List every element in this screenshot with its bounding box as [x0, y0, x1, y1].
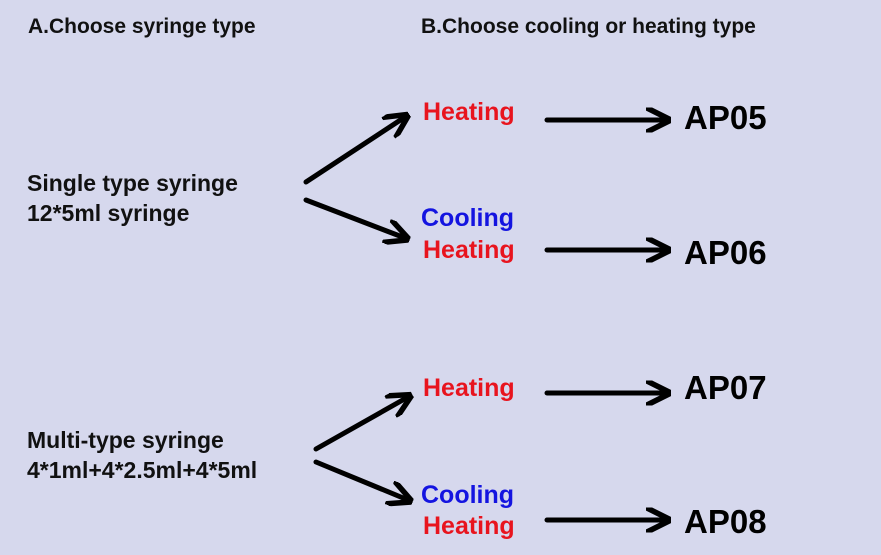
- option-ap06-heating: Heating: [423, 236, 515, 264]
- syringe-multi-line2: 4*1ml+4*2.5ml+4*5ml: [27, 457, 258, 483]
- model-ap05: AP05: [684, 99, 767, 136]
- branch-arrow-multi-heating: [313, 397, 408, 452]
- header-choose-cooling-heating: B.Choose cooling or heating type: [421, 15, 756, 38]
- option-ap07-heating: Heating: [423, 374, 515, 402]
- header-choose-syringe: A.Choose syringe type: [28, 15, 256, 38]
- branch-arrow-multi-cooling: [313, 459, 408, 500]
- model-ap07: AP07: [684, 369, 767, 406]
- model-ap08: AP08: [684, 503, 767, 540]
- option-ap08-heating: Heating: [423, 512, 515, 540]
- syringe-single-type: Single type syringe 12*5ml syringe: [27, 168, 238, 228]
- option-ap05-heating: Heating: [423, 98, 515, 126]
- model-ap06: AP06: [684, 234, 767, 271]
- option-ap08-cooling: Cooling: [421, 481, 515, 509]
- syringe-single-line1: Single type syringe: [27, 170, 238, 196]
- syringe-multi-type: Multi-type syringe 4*1ml+4*2.5ml+4*5ml: [27, 425, 257, 485]
- syringe-single-line2: 12*5ml syringe: [27, 200, 190, 226]
- option-ap06-cooling: Cooling: [421, 204, 515, 232]
- branch-arrow-single-heating: [303, 117, 405, 185]
- branch-arrow-single-cooling: [303, 197, 405, 238]
- syringe-multi-line1: Multi-type syringe: [27, 427, 224, 453]
